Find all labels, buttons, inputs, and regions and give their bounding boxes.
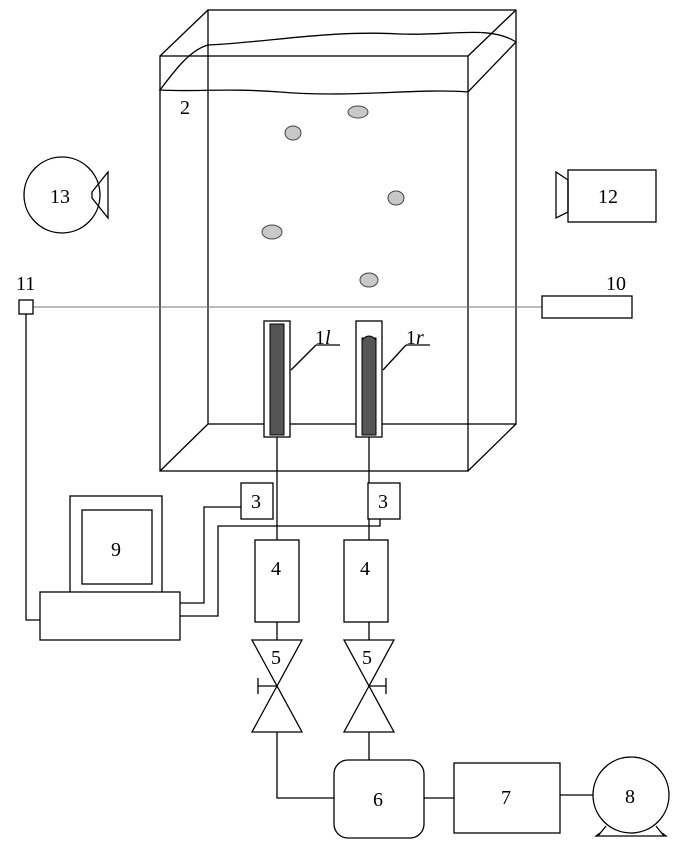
sensor-right: 3 <box>180 482 401 617</box>
bubble <box>347 105 369 119</box>
sensor-left: 3 <box>180 482 274 604</box>
compressor-label: 8 <box>625 786 635 808</box>
laser-source: 10 <box>541 273 633 319</box>
valve-left-label: 5 <box>271 647 281 669</box>
needle-left-label: 1l <box>315 327 331 349</box>
bubble <box>284 125 302 141</box>
liquid-tank: 2 <box>158 9 518 472</box>
regulator: 7 <box>453 762 561 834</box>
valve-left: 5 <box>250 639 304 733</box>
tank-label: 2 <box>180 97 190 119</box>
sensor-left-label: 3 <box>251 491 261 513</box>
chamber-left: 4 <box>254 539 300 640</box>
camera-right: 12 <box>555 169 657 223</box>
monitor-label: 9 <box>111 539 121 561</box>
needle-left: 1l <box>263 320 340 438</box>
chamber-right-label: 4 <box>360 558 370 580</box>
sensor-right-label: 3 <box>378 491 388 513</box>
computer: 9 <box>39 495 181 641</box>
photodetector: 11 <box>16 273 40 621</box>
laser-source-label: 10 <box>606 273 626 295</box>
bubbles <box>261 105 405 288</box>
needle-right: 1r <box>355 320 430 438</box>
water-surface <box>158 31 518 95</box>
bubble <box>359 272 379 288</box>
photodetector-label: 11 <box>16 273 35 295</box>
mixer-label: 6 <box>373 789 383 811</box>
valve-right: 5 <box>342 639 396 733</box>
camera-left-label: 13 <box>50 186 70 208</box>
mixer: 6 <box>333 759 425 839</box>
bubble <box>387 190 405 206</box>
compressor: 8 <box>592 756 670 837</box>
regulator-label: 7 <box>501 787 511 809</box>
bubble <box>261 224 283 240</box>
chamber-right: 4 <box>343 539 389 640</box>
valve-right-label: 5 <box>362 647 372 669</box>
needle-right-label: 1r <box>406 327 424 349</box>
camera-left: 13 <box>23 156 109 234</box>
camera-right-label: 12 <box>598 186 618 208</box>
chamber-left-label: 4 <box>271 558 281 580</box>
